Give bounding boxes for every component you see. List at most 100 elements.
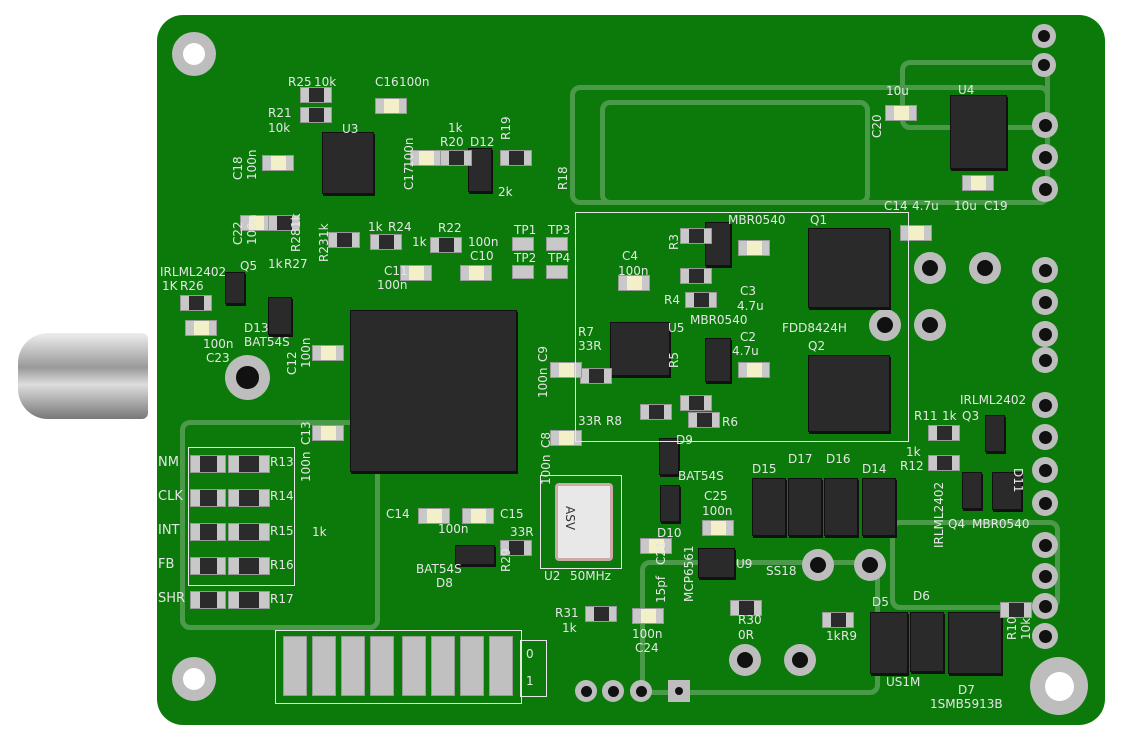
test-point [546, 237, 568, 251]
silkscreen-label: R3 [667, 234, 681, 250]
capacitor [618, 275, 650, 291]
silkscreen-label: R26 [180, 279, 204, 293]
silkscreen-label: D7 [958, 683, 975, 697]
silkscreen-label: 1k [312, 525, 327, 539]
silkscreen-label: Q4 [948, 517, 966, 531]
capacitor [240, 215, 272, 231]
silkscreen-label: 50MHz [570, 569, 611, 583]
silkscreen-label: IRLML2402 [932, 481, 946, 548]
via-pad [1032, 53, 1056, 77]
dip-switch-8 [489, 636, 513, 696]
silkscreen-label: C16 [375, 75, 399, 89]
power-stage-outline [575, 212, 909, 442]
resistor [180, 295, 212, 311]
header-pin [1032, 424, 1058, 450]
capacitor [885, 105, 917, 121]
silkscreen-label: 1k [412, 235, 427, 249]
silkscreen-label: R21 [268, 106, 292, 120]
silkscreen-label: D9 [676, 433, 693, 447]
capacitor [962, 175, 994, 191]
schottky-diode [824, 478, 858, 536]
microcontroller-qfp [350, 310, 517, 472]
through-hole [869, 309, 901, 341]
resistor [500, 540, 532, 556]
silkscreen-label: C12 [285, 351, 299, 375]
silkscreen-label: 1k [448, 121, 463, 135]
resistor [680, 395, 712, 411]
silkscreen-label: MBR0540 [972, 517, 1030, 531]
capacitor [550, 362, 582, 378]
silkscreen-label: 100n [299, 337, 313, 368]
resistor-array-outline [188, 447, 295, 586]
silkscreen-label: C13 [299, 421, 313, 445]
resistor [268, 215, 300, 231]
capacitor [262, 155, 294, 171]
resistor [190, 489, 226, 507]
copper-trace [180, 420, 380, 630]
through-hole [969, 252, 1001, 284]
silkscreen-label: SS18 [766, 564, 797, 578]
silkscreen-label: 1k [562, 621, 577, 635]
silkscreen-label: R12 [900, 459, 924, 473]
silkscreen-label: R7 [578, 325, 594, 339]
header-pin [1032, 289, 1058, 315]
d10-diode [660, 485, 680, 522]
silkscreen-label: TP3 [548, 223, 571, 237]
silkscreen-label: C22 [231, 221, 245, 245]
u5-soic [610, 322, 670, 376]
resistor [730, 600, 762, 616]
resistor [680, 268, 712, 284]
silkscreen-label: 1k [942, 409, 957, 423]
silkscreen-label: C10 [470, 249, 494, 263]
resistor [500, 150, 532, 166]
silkscreen-label: 1SMB5913B [930, 697, 1003, 711]
header-pin [1032, 532, 1058, 558]
silkscreen-label: D17 [788, 452, 813, 466]
resistor [1000, 602, 1032, 618]
d7-diode [948, 612, 1002, 674]
header-pin [1032, 392, 1058, 418]
capacitor [410, 150, 442, 166]
header-pin [1032, 347, 1058, 373]
silkscreen-label: MBR0540 [690, 313, 748, 327]
copper-trace [890, 520, 1060, 610]
silkscreen-label: R11 [914, 409, 938, 423]
silkscreen-label: IRLML2402 [960, 393, 1027, 407]
silkscreen-label: D16 [826, 452, 851, 466]
silkscreen-label: C19 [984, 199, 1008, 213]
schottky-diode [788, 478, 822, 536]
signal-label-shr: SHR [158, 591, 186, 606]
resistor [228, 455, 270, 473]
resistor [928, 425, 960, 441]
silkscreen-label: C25 [704, 489, 728, 503]
signal-label-fb: FB [158, 557, 175, 572]
silkscreen-label: 1k [906, 445, 921, 459]
silkscreen-label: C2 [740, 330, 757, 344]
silkscreen-label: 15pf [654, 575, 668, 603]
silkscreen-label: R6 [722, 415, 738, 429]
silkscreen-label: 4.7u [737, 299, 764, 313]
through-hole [802, 549, 834, 581]
silkscreen-label: C21 [654, 541, 668, 565]
dip-switch-3 [341, 636, 365, 696]
u2-outline [540, 475, 622, 569]
silkscreen-label: D13 [244, 321, 269, 335]
capacitor [185, 320, 217, 336]
silkscreen-label: BAT54S [244, 335, 290, 349]
resistor [190, 455, 226, 473]
knob-mount-hole [225, 355, 270, 400]
silkscreen-label: C23 [206, 351, 230, 365]
silkscreen-label: R14 [270, 489, 294, 503]
d11-diode [992, 472, 1022, 510]
resistor [928, 455, 960, 471]
silkscreen-label: R4 [664, 293, 680, 307]
header-pin [1032, 593, 1058, 619]
silkscreen-label: R19 [499, 116, 513, 140]
silkscreen-label: C14 [386, 507, 410, 521]
header-pin [1032, 176, 1058, 202]
silkscreen-label: D11 [1011, 468, 1025, 493]
silkscreen-label: R17 [270, 592, 294, 606]
capacitor [632, 608, 664, 624]
d9-diode [659, 438, 679, 475]
silkscreen-label: 33R [578, 339, 602, 353]
